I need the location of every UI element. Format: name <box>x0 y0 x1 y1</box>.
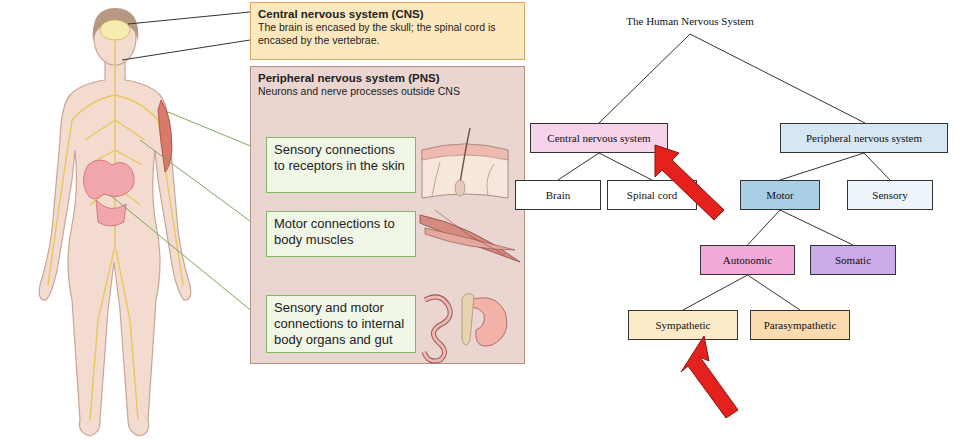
tree-box: Sympathetic <box>628 310 738 340</box>
title-branch <box>690 34 865 123</box>
leader-lines <box>110 12 265 322</box>
skin-illustration <box>422 128 508 198</box>
muscle-illustration <box>420 210 520 262</box>
tree-connector <box>864 153 890 180</box>
pns-callout-box: Peripheral nervous system (PNS)Neurons a… <box>250 66 525 364</box>
tree-connector <box>780 210 853 245</box>
tree-box: Sensory <box>847 180 933 210</box>
title-branch <box>599 34 690 123</box>
node-label: Central nervous system <box>547 132 650 144</box>
node-label: Spinal cord <box>627 189 677 201</box>
node-description: The brain is encased by the skull; the s… <box>258 21 517 47</box>
tree-connector <box>558 153 599 180</box>
node-label: Peripheral nervous system <box>806 132 922 144</box>
nerves <box>48 40 183 420</box>
connection-box: Sensory and motor connections to interna… <box>266 295 416 353</box>
tree-box: Motor <box>740 180 820 210</box>
tree-box: Central nervous system <box>530 123 668 153</box>
pointer-arrow <box>681 336 738 418</box>
node-label: Motor <box>766 189 794 201</box>
node-label: Sensory <box>872 189 907 201</box>
tree-box: Brain <box>515 180 601 210</box>
tree-connector <box>748 210 781 245</box>
node-label: Sensory and motor connections to interna… <box>274 300 408 348</box>
connection-box: Motor connections to body muscles <box>266 211 416 257</box>
node-label: Central nervous system (CNS) <box>258 7 517 21</box>
node-description: Neurons and nerve processes outside CNS <box>258 85 517 98</box>
node-label: Brain <box>546 189 570 201</box>
arm-muscle <box>158 100 172 172</box>
node-label: Peripheral nervous system (PNS) <box>258 71 517 85</box>
node-label: Autonomic <box>723 254 773 266</box>
gut <box>83 160 134 226</box>
node-label: Somatic <box>835 254 871 266</box>
tree-box: Parasympathetic <box>750 310 850 340</box>
cns-callout-box: Central nervous system (CNS)The brain is… <box>250 2 525 60</box>
tree-connector <box>748 275 801 310</box>
tree-connector <box>599 153 652 180</box>
connection-box: Sensory connections to receptors in the … <box>266 137 416 193</box>
hair <box>93 8 139 42</box>
tree-box: Somatic <box>810 245 896 275</box>
node-label: Sympathetic <box>656 319 711 331</box>
tree-box: Autonomic <box>700 245 795 275</box>
brain <box>100 20 130 40</box>
organs-illustration <box>424 293 507 361</box>
node-label: Sensory connections to receptors in the … <box>274 142 408 174</box>
diagram-title: The Human Nervous System <box>626 15 753 27</box>
tree-box: Peripheral nervous system <box>780 123 948 153</box>
tree-box: Spinal cord <box>607 180 697 210</box>
tree-connector <box>683 275 748 310</box>
node-label: Parasympathetic <box>764 319 837 331</box>
node-label: Motor connections to body muscles <box>274 216 408 248</box>
pointer-arrow <box>655 145 724 220</box>
tree-connector <box>780 153 864 180</box>
